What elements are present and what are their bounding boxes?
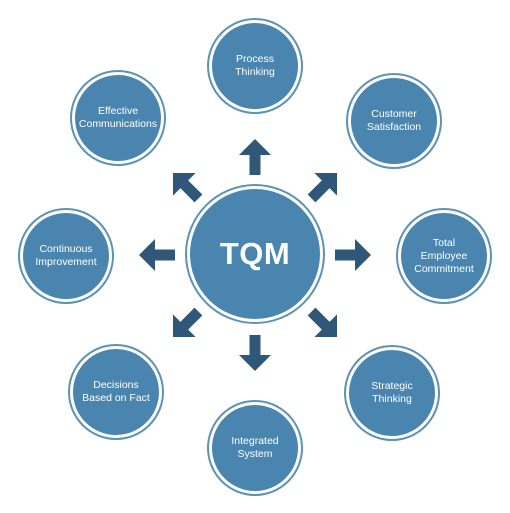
arrow-to-strategic-thinking [307,307,338,338]
node-process-thinking: Process Thinking [209,20,301,112]
arrow-to-customer-satisfaction [307,172,338,203]
node-label: Customer Satisfaction [366,108,422,133]
node-customer-satisfaction: Customer Satisfaction [348,75,440,167]
node-continuous-improvement: Continuous Improvement [20,210,112,302]
arrow-to-effective-communications [172,172,203,203]
node-decisions-based-on-fact: Decisions Based on Fact [70,346,162,438]
arrow-to-integrated-system [239,335,271,371]
node-label: Effective Communications [78,105,158,130]
node-total-employee-commitment: Total Employee Commitment [398,210,490,302]
node-effective-communications: Effective Communications [72,72,164,164]
node-label: Decisions Based on Fact [82,379,150,404]
center-label: TQM [219,236,291,271]
node-label: Continuous Improvement [35,243,97,268]
node-label: Strategic Thinking [371,380,413,405]
arrow-to-decisions-based-on-fact [172,307,203,338]
node-label: Process Thinking [235,53,275,78]
center-node: TQM [187,186,323,322]
node-label: Integrated System [231,435,279,460]
node-integrated-system: Integrated System [209,402,301,494]
node-strategic-thinking: Strategic Thinking [346,347,438,439]
arrow-to-process-thinking [239,139,271,175]
node-label: Total Employee Commitment [414,236,474,275]
arrow-to-continuous-improvement [139,239,175,271]
arrow-to-total-employee-commitment [335,239,371,271]
